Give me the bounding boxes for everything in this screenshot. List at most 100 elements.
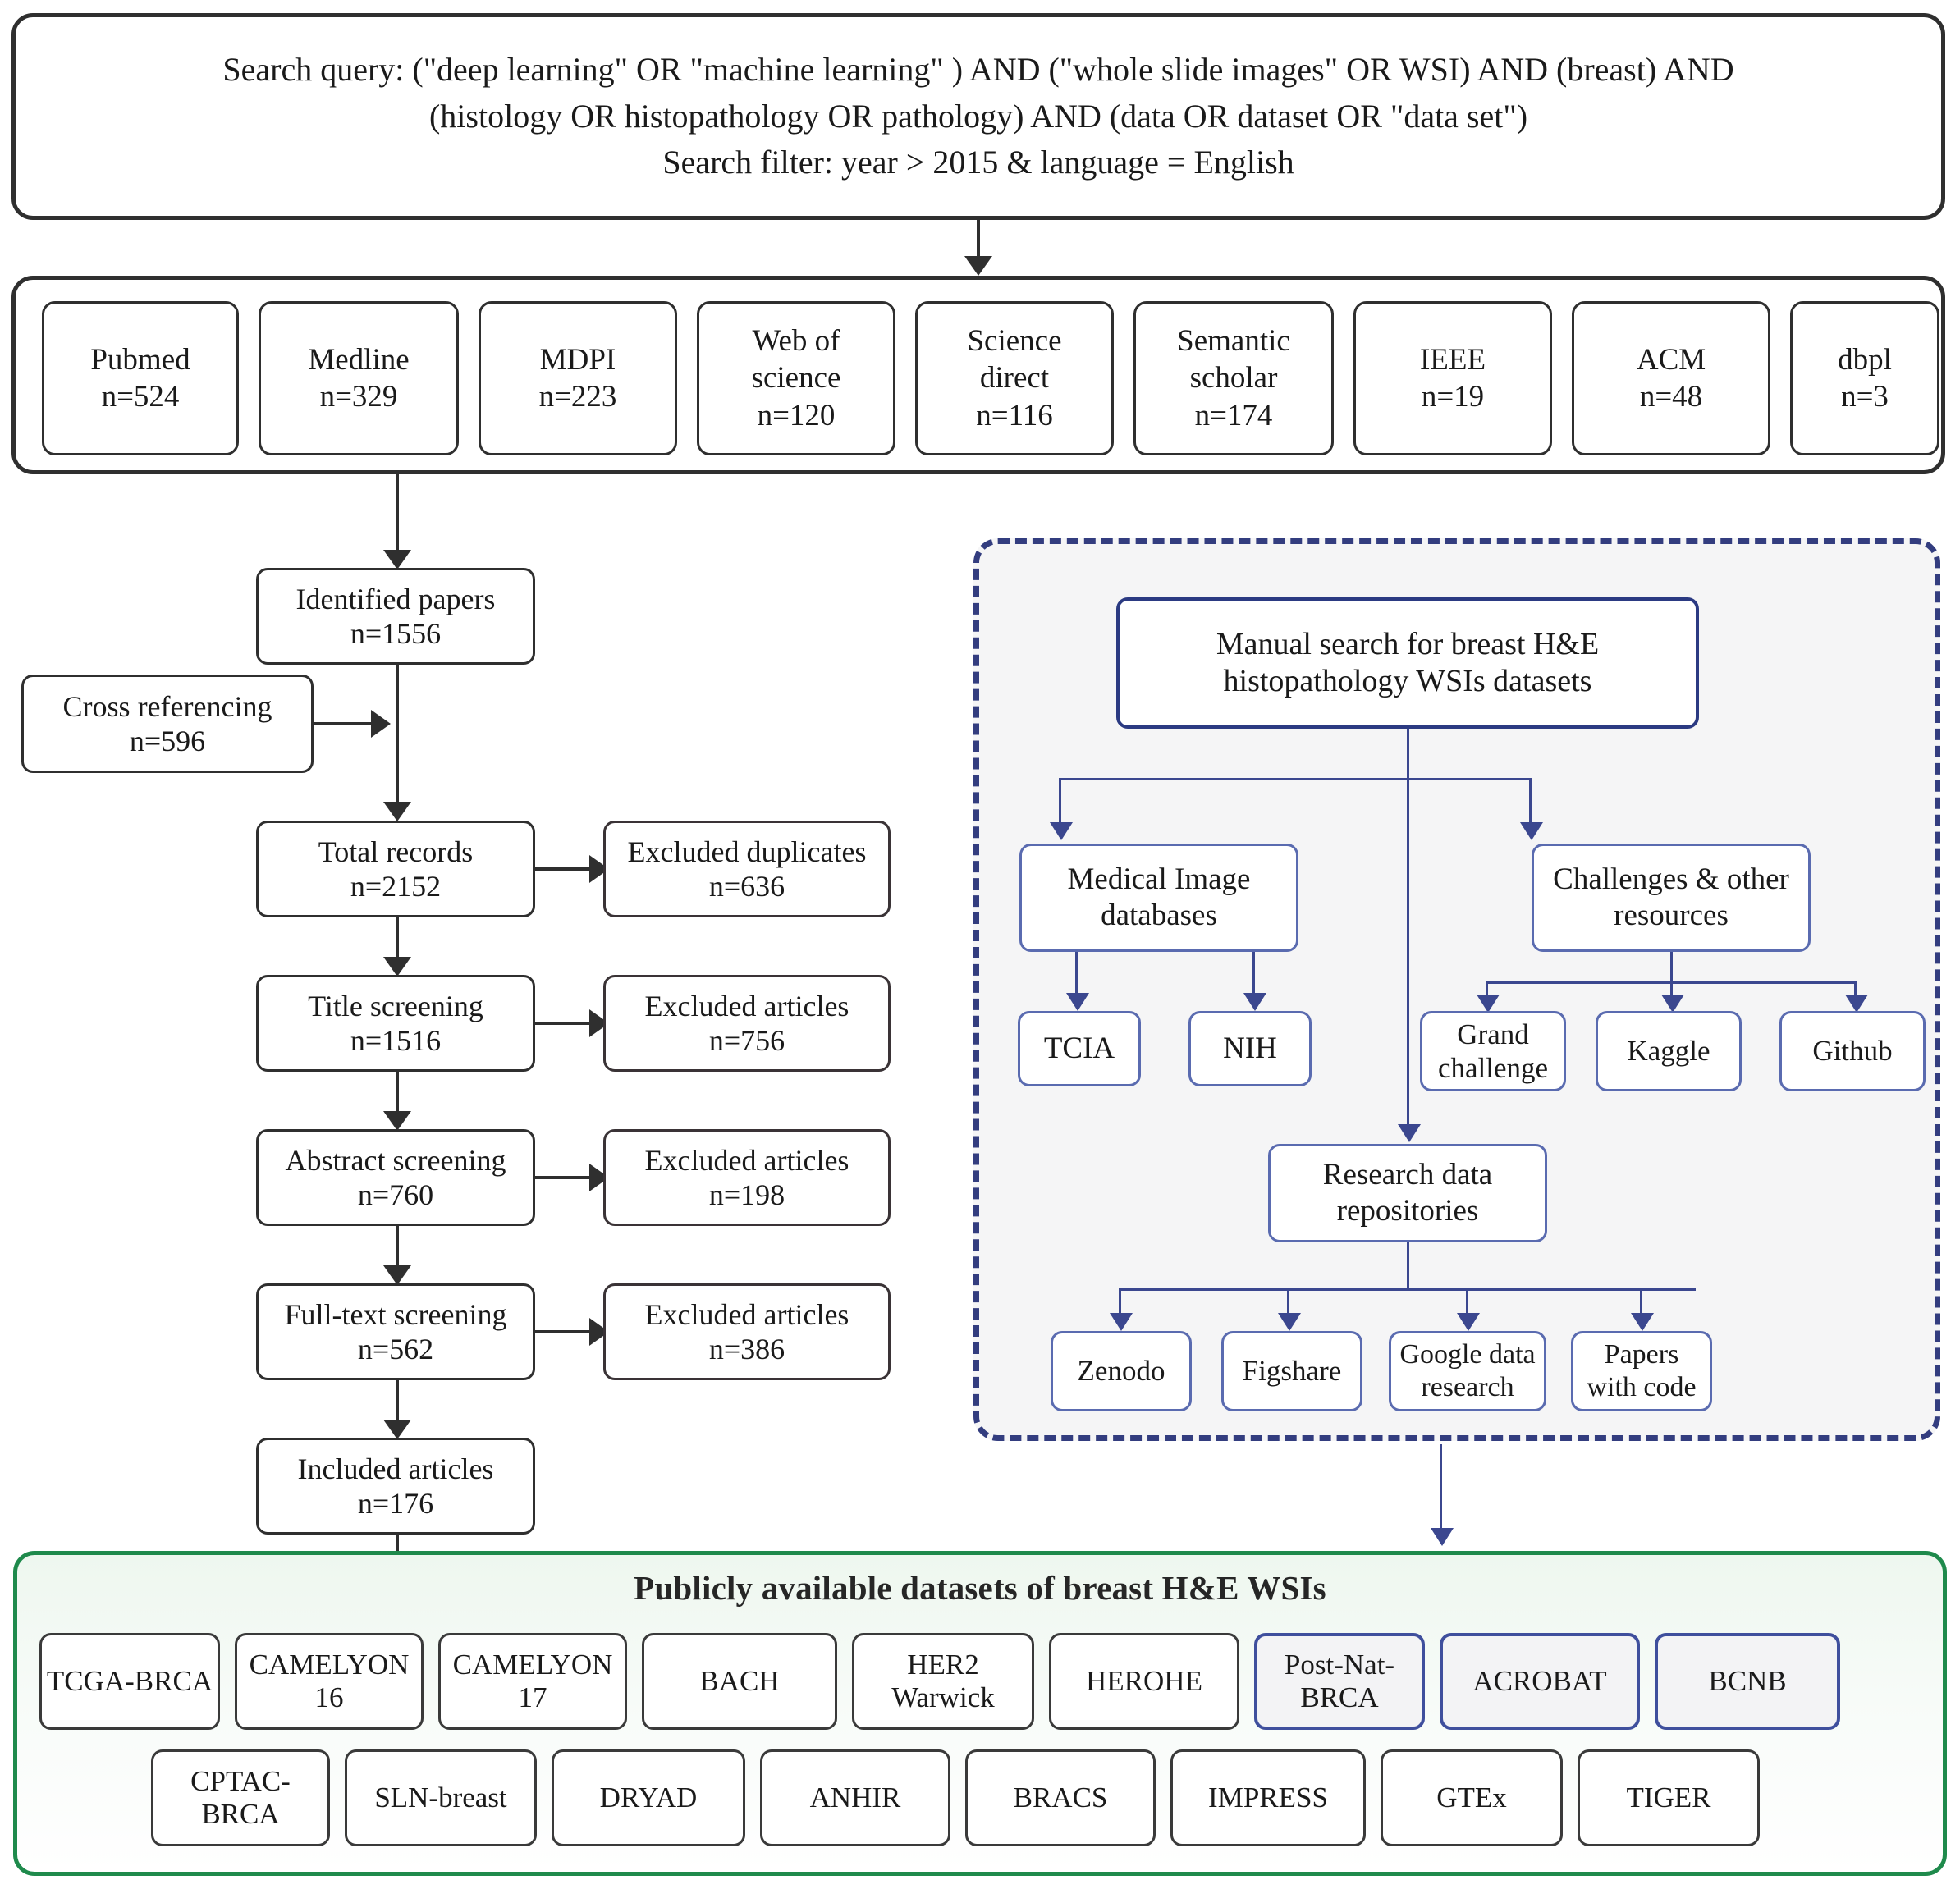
source-dbpl: dbpl n=3 [1790,301,1939,455]
node-fulltext-screening: Full-text screening n=562 [256,1283,535,1380]
node-label: Google data research [1399,1338,1536,1402]
connector-challenges-to-kaggle [1670,981,1673,1001]
connector-fulltext-to-excl-3 [535,1330,599,1333]
node-excluded-articles-1: Excluded articles n=756 [603,975,891,1072]
node-count: n=760 [357,1178,434,1211]
node-manual-search-root: Manual search for breast H&E histopathol… [1116,597,1699,729]
dataset-bach[interactable]: BACH [642,1633,837,1730]
dataset-post-nat-brca[interactable]: Post-Nat- BRCA [1254,1633,1425,1730]
source-name: Science direct [967,324,1062,396]
source-mdpi: MDPI n=223 [479,301,677,455]
dataset-label: TIGER [1626,1781,1711,1814]
source-count: n=3 [1841,380,1889,414]
dataset-sln-breast[interactable]: SLN-breast [345,1749,537,1846]
node-challenges-resources: Challenges & other resources [1532,844,1811,952]
connector-fulltext-to-included [396,1380,399,1426]
dataset-bcnb[interactable]: BCNB [1655,1633,1840,1730]
node-total-records: Total records n=2152 [256,821,535,917]
source-ieee: IEEE n=19 [1353,301,1552,455]
dataset-gtex[interactable]: GTEx [1381,1749,1563,1846]
dataset-label: IMPRESS [1208,1781,1328,1814]
search-query-box: Search query: ("deep learning" OR "machi… [11,13,1945,220]
dataset-label: ACROBAT [1472,1664,1607,1697]
source-science-direct: Science direct n=116 [915,301,1114,455]
connector-root-to-medical [1059,778,1061,829]
dataset-herohe[interactable]: HEROHE [1049,1633,1239,1730]
node-count: n=1516 [350,1024,442,1057]
source-pubmed: Pubmed n=524 [42,301,239,455]
dataset-label: ANHIR [809,1781,901,1814]
arrowhead-title-to-abstract [383,1111,411,1131]
node-included-articles: Included articles n=176 [256,1438,535,1535]
source-count: n=48 [1639,380,1703,414]
connector-root-to-challenges [1529,778,1532,829]
connector-title-to-abstract [396,1072,399,1118]
arrowhead-total-to-title [383,957,411,977]
dataset-label: CAMELYON 17 [452,1648,613,1713]
node-identified-papers: Identified papers n=1556 [256,568,535,665]
connector-challenges-stem [1670,952,1673,983]
source-acm: ACM n=48 [1572,301,1770,455]
node-papers-with-code: Papers with code [1571,1331,1712,1411]
source-count: n=19 [1421,380,1485,414]
dataset-tiger[interactable]: TIGER [1578,1749,1760,1846]
arrowhead-fulltext-to-included [383,1420,411,1439]
node-kaggle: Kaggle [1596,1011,1742,1091]
dataset-impress[interactable]: IMPRESS [1170,1749,1366,1846]
source-name: Semantic scholar [1177,324,1290,396]
search-filter-line: Search filter: year > 2015 & language = … [662,144,1294,181]
node-count: n=176 [357,1487,434,1520]
node-google-data-research: Google data research [1389,1331,1546,1411]
dataset-label: BCNB [1708,1664,1787,1697]
connector-total-to-excl-dup [535,867,599,871]
source-count: n=116 [976,398,1053,432]
arrowhead-medical-to-tcia [1066,993,1089,1011]
source-name: MDPI [539,342,616,377]
dataset-anhir[interactable]: ANHIR [760,1749,950,1846]
arrowhead-challenges-to-kaggle [1661,995,1684,1013]
node-excluded-articles-2: Excluded articles n=198 [603,1129,891,1226]
node-medical-image-databases: Medical Image databases [1019,844,1298,952]
source-name: ACM [1636,342,1706,377]
node-github: Github [1779,1011,1926,1091]
dataset-label: CAMELYON 16 [249,1648,410,1713]
arrowhead-identified-to-total [383,802,411,821]
arrowhead-abstract-to-fulltext [383,1265,411,1285]
source-count: n=223 [538,380,617,414]
source-count: n=174 [1194,398,1273,432]
node-label: Research data repositories [1322,1158,1493,1228]
node-label: Grand challenge [1437,1018,1549,1084]
connector-root-stem [1407,729,1409,780]
dataset-label: HEROHE [1086,1664,1202,1697]
dataset-label: CPTAC- BRCA [190,1764,291,1830]
connector-repos-distributor [1119,1288,1696,1291]
node-label: TCIA [1043,1031,1115,1066]
node-count: n=562 [357,1333,434,1365]
node-figshare: Figshare [1221,1331,1362,1411]
dataset-camelyon-17[interactable]: CAMELYON 17 [438,1633,627,1730]
dataset-bracs[interactable]: BRACS [965,1749,1156,1846]
dataset-label: HER2 Warwick [891,1648,995,1713]
node-label: Kaggle [1627,1035,1710,1068]
connector-abstract-to-excl-2 [535,1176,599,1179]
dataset-label: BRACS [1013,1781,1108,1814]
arrowhead-manual-to-datasets [1431,1528,1454,1546]
node-count: n=198 [708,1178,785,1211]
connector-identified-to-total [396,665,399,808]
node-label: Manual search for breast H&E histopathol… [1216,627,1600,698]
source-count: n=120 [757,398,836,432]
node-label: Zenodo [1077,1355,1165,1388]
dataset-cptac-brca[interactable]: CPTAC- BRCA [151,1749,330,1846]
arrowhead-crossref [371,710,391,738]
dataset-dryad[interactable]: DRYAD [552,1749,745,1846]
node-nih: NIH [1188,1011,1312,1086]
dataset-tcga-brca[interactable]: TCGA-BRCA [39,1633,220,1730]
node-label: Challenges & other resources [1553,862,1789,932]
dataset-acrobat[interactable]: ACROBAT [1440,1633,1640,1730]
source-name: Web of science [751,324,841,396]
node-title-screening: Title screening n=1516 [256,975,535,1072]
databases-container: Pubmed n=524 Medline n=329 MDPI n=223 We… [11,276,1945,474]
dataset-camelyon-16[interactable]: CAMELYON 16 [235,1633,424,1730]
dataset-her2-warwick[interactable]: HER2 Warwick [852,1633,1034,1730]
node-grand-challenge: Grand challenge [1420,1011,1566,1091]
